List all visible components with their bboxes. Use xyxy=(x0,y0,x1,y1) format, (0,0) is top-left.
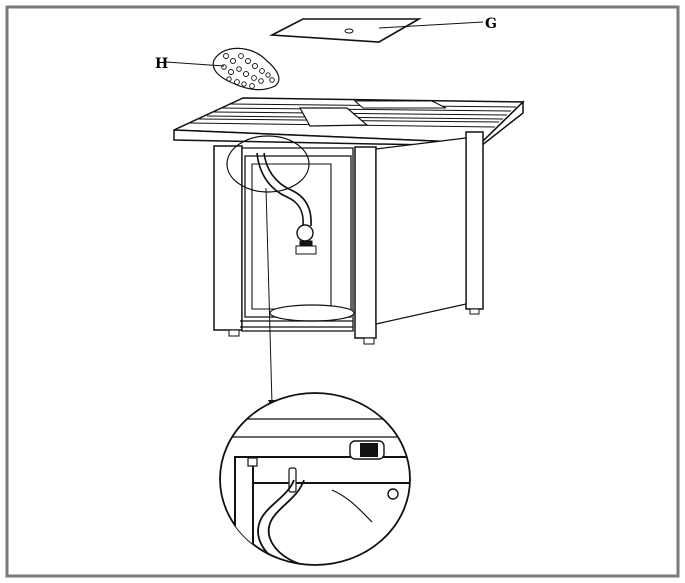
gas-hose-assembly xyxy=(256,152,317,255)
table-top xyxy=(173,97,525,148)
callout-label-h: H xyxy=(155,56,168,72)
zoom-detail xyxy=(219,392,411,566)
callout-label-g: G xyxy=(485,16,497,32)
detail-marker xyxy=(226,135,310,193)
table-frame xyxy=(213,131,484,345)
callout-leader-g xyxy=(378,21,484,29)
lid-plate xyxy=(269,18,422,43)
callout-leader-h xyxy=(165,61,225,67)
fire-glass-bag xyxy=(212,47,280,91)
figure-frame xyxy=(5,5,680,578)
detail-pointer-line xyxy=(265,187,273,405)
